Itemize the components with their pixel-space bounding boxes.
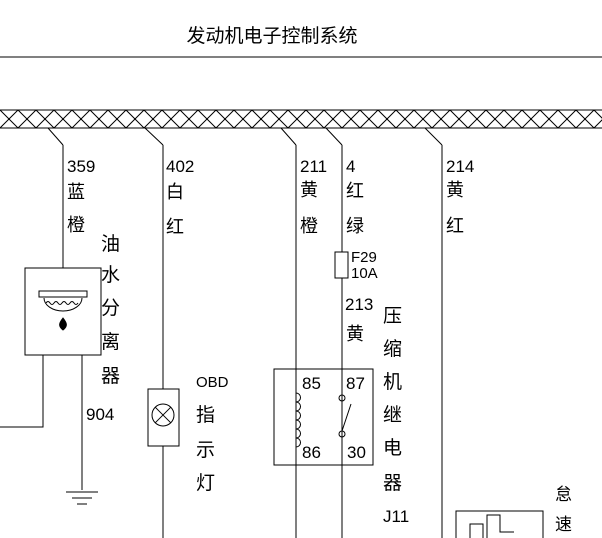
relay-pin-86: 86 <box>302 443 321 462</box>
fuse-f29: F29 10A <box>334 249 378 282</box>
oil-water-separator-icon <box>38 290 88 331</box>
wire-402: 402 白 红 <box>144 127 194 538</box>
fuse-rating: 10A <box>351 265 378 282</box>
idle-component-box <box>455 510 544 538</box>
compressor-relay: 85 86 87 30 压 缩 机 继 电 器 J11 <box>273 305 409 526</box>
relay-box <box>273 368 374 466</box>
wire-402-color2: 红 <box>166 217 184 238</box>
svg-text:指: 指 <box>196 404 215 426</box>
svg-text:机: 机 <box>383 371 402 393</box>
relay-coil-icon <box>295 392 301 448</box>
oil-water-separator-label: 油 水 分 离 器 <box>101 233 120 387</box>
separator-output-wire <box>0 355 44 428</box>
svg-text:灯: 灯 <box>196 472 215 494</box>
svg-text:怠: 怠 <box>555 485 572 505</box>
fuse-id: F29 <box>351 249 377 266</box>
wire-harness-bundle <box>0 109 602 129</box>
obd-lamp-code: OBD <box>196 374 229 391</box>
svg-text:器: 器 <box>383 472 402 494</box>
svg-text:离: 离 <box>101 331 120 353</box>
wire-213-color1: 黄 <box>346 324 364 345</box>
wire-904: 904 <box>81 355 114 490</box>
wire-4-color1: 红 <box>346 181 364 202</box>
svg-text:电: 电 <box>383 437 402 459</box>
svg-text:油: 油 <box>101 233 120 255</box>
relay-switch-icon <box>338 394 352 438</box>
wire-213: 213 黄 <box>345 295 373 345</box>
relay-code: J11 <box>383 507 409 526</box>
wire-359: 359 蓝 橙 <box>47 127 95 268</box>
wire-4-color2: 绿 <box>346 216 364 237</box>
svg-text:示: 示 <box>196 439 215 461</box>
wire-214-color2: 红 <box>446 216 464 237</box>
fuse-icon <box>334 251 349 279</box>
svg-text:继: 继 <box>383 404 402 426</box>
svg-text:器: 器 <box>101 365 120 387</box>
idle-label: 怠 速 <box>555 485 572 535</box>
wire-211: 211 黄 橙 <box>280 127 327 538</box>
svg-text:分: 分 <box>101 297 120 319</box>
wire-211-color1: 黄 <box>300 180 318 201</box>
wire-211-color2: 橙 <box>300 216 318 237</box>
svg-text:压: 压 <box>383 305 402 327</box>
obd-indicator-lamp: OBD 指 示 灯 <box>147 374 229 494</box>
svg-text:缩: 缩 <box>383 338 402 360</box>
wire-211-number: 211 <box>300 157 327 176</box>
wire-214: 214 黄 红 <box>424 127 474 538</box>
relay-pin-85: 85 <box>302 374 321 393</box>
svg-text:速: 速 <box>555 515 572 535</box>
wire-359-color2: 橙 <box>67 215 85 236</box>
lamp-icon <box>151 403 175 427</box>
obd-lamp-box <box>147 388 180 447</box>
obd-lamp-label: 指 示 灯 <box>196 404 215 494</box>
wire-402-number: 402 <box>166 157 194 176</box>
svg-text:水: 水 <box>101 264 120 286</box>
relay-pin-87: 87 <box>346 374 365 393</box>
wire-4: 4 红 绿 <box>325 127 364 538</box>
wire-214-number: 214 <box>446 157 474 176</box>
wire-359-color1: 蓝 <box>67 182 85 203</box>
idle-component-partial: 怠 速 <box>455 485 572 538</box>
ground-icon <box>66 491 98 505</box>
wire-402-color1: 白 <box>166 182 184 203</box>
wire-4-number: 4 <box>346 157 355 176</box>
oil-water-separator: 油 水 分 离 器 <box>24 233 120 387</box>
wire-359-number: 359 <box>67 157 95 176</box>
relay-pin-30: 30 <box>347 443 366 462</box>
oil-water-separator-box <box>24 267 102 356</box>
page-title: 发动机电子控制系统 <box>186 25 357 47</box>
wire-214-color1: 黄 <box>446 180 464 201</box>
relay-label: 压 缩 机 继 电 器 <box>383 305 402 494</box>
wire-213-number: 213 <box>345 295 373 314</box>
wire-904-number: 904 <box>86 405 114 424</box>
